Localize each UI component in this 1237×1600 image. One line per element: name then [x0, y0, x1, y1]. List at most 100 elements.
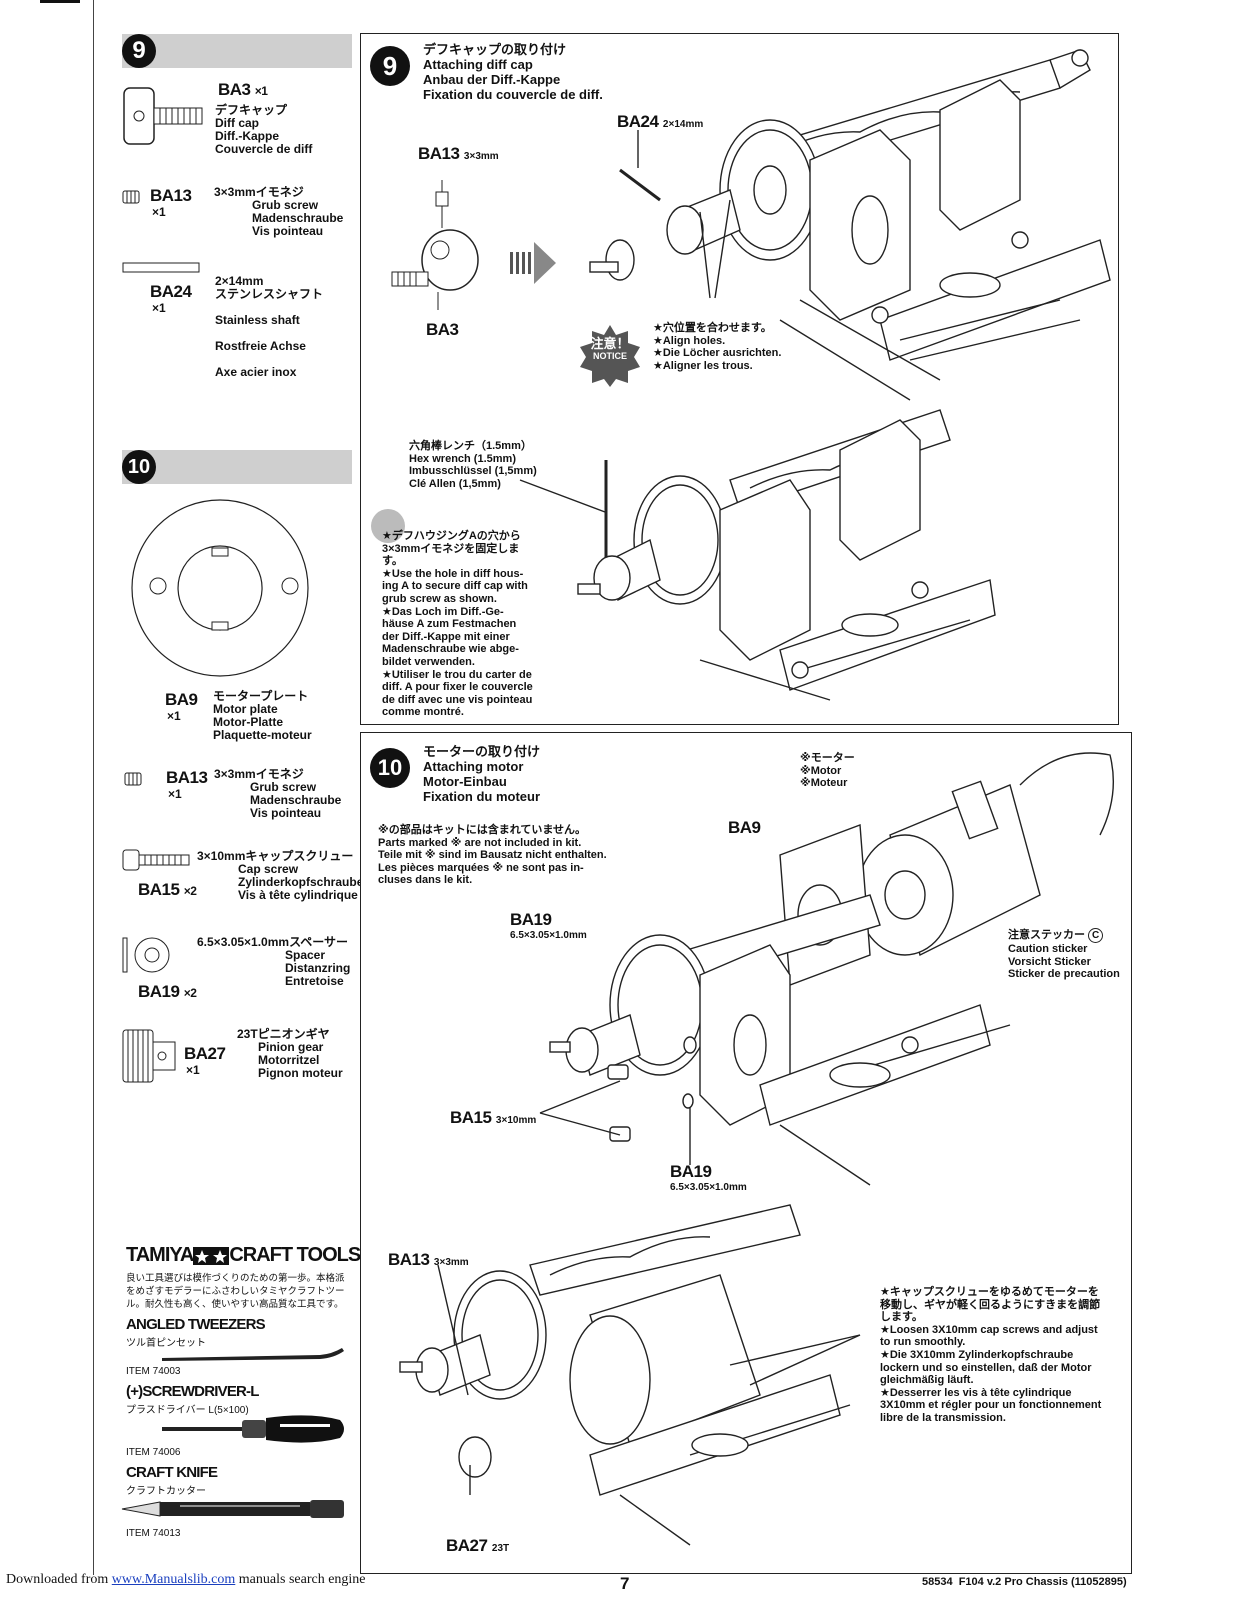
- hole-note-line: diff. A pour fixer le couvercle: [382, 681, 533, 694]
- tool-screwdriver-ja: プラスドライバー L(5×100): [126, 1405, 249, 1416]
- notice-ja: 注意！: [590, 336, 630, 351]
- tool-screwdriver: (+)SCREWDRIVER-L: [126, 1383, 259, 1400]
- ba15-de: Zylinderkopfschraube: [238, 875, 364, 889]
- step10-ba15-label: BA15 3×10mm: [450, 1108, 537, 1127]
- hole-note-line: ★Utiliser le trou du carter de: [382, 668, 532, 681]
- ba3-ja: デフキャップ: [215, 103, 288, 117]
- hex-wrench-ja: 六角棒レンチ（1.5mm）: [409, 440, 532, 452]
- craft-tools-logo: TAMIYA CRAFT TOOLS: [126, 1244, 361, 1267]
- step10-ba19-lower-label: BA19 6.5×3.05×1.0mm: [670, 1162, 747, 1193]
- ba9-names: モータープレート Motor plate Motor-Platte Plaque…: [213, 690, 312, 742]
- hex-wrench-label: 六角棒レンチ（1.5mm） Hex wrench (1.5mm) Imbussc…: [409, 440, 537, 490]
- align-de: ★Die Löcher ausrichten.: [653, 347, 782, 360]
- step10-motor-assembly-drawing: [539, 752, 1114, 1186]
- tool-angled-tweezers-ja: ツル首ピンセット: [126, 1338, 206, 1349]
- ba27-pinion-drawing: [122, 1029, 176, 1083]
- ba13-de: Madenschraube: [252, 211, 344, 225]
- footer-model: 58534 F104 v.2 Pro Chassis (11052895): [922, 1576, 1127, 1588]
- hole-note-line: häuse A zum Festmachen: [382, 618, 517, 631]
- caution-sticker-fr: Sticker de precaution: [1008, 968, 1120, 981]
- caution-sticker-ja-row: 注意ステッカー C: [1008, 928, 1120, 943]
- tool-craft-knife-item: ITEM 74013: [126, 1528, 181, 1539]
- align-en: ★Align holes.: [653, 334, 726, 347]
- ba19-names: 6.5×3.05×1.0mmスペーサー Spacer Distanzring E…: [197, 936, 350, 988]
- screwdriver-icon: [162, 1415, 344, 1443]
- step10-ba27-label: BA27 23T: [446, 1536, 510, 1555]
- ba9-fr: Plaquette-moteur: [213, 728, 312, 742]
- hole-note-line: ing A to secure diff cap with: [382, 580, 528, 593]
- ba19-lower-code: BA19: [670, 1162, 712, 1181]
- ba27-fr: Pignon moteur: [258, 1066, 343, 1080]
- ba9-ja: モータープレート: [213, 689, 309, 703]
- ba13-ja-step10: 3×3mmイモネジ: [214, 767, 304, 781]
- step10-parts-number: 10: [122, 450, 156, 484]
- ba19-de: Distanzring: [285, 961, 351, 975]
- hole-note-line: ★Use the hole in diff hous-: [382, 567, 524, 580]
- ba9-qty: ×1: [167, 709, 181, 723]
- download-prefix: Downloaded from: [6, 1572, 112, 1587]
- ba15-ja: 3×10mmキャップスクリュー: [197, 849, 354, 863]
- ba13-names-step10: 3×3mmイモネジ Grub screw Madenschraube Vis p…: [214, 768, 341, 820]
- step9-title-en: Attaching diff cap: [423, 57, 533, 72]
- ba19-fr: Entretoise: [285, 974, 344, 988]
- sticker-letter-badge: C: [1088, 928, 1104, 943]
- caution-sticker-de: Vorsicht Sticker: [1008, 955, 1091, 968]
- manualslib-link[interactable]: www.Manualslib.com: [111, 1572, 236, 1587]
- ba24-ja: 2×14mm ステンレスシャフト: [215, 274, 324, 301]
- hole-note-line: comme montré.: [382, 706, 464, 719]
- step10-title: モーターの取り付け Attaching motor Motor-Einbau F…: [423, 744, 540, 804]
- step9-ba24-label: BA24 2×14mm: [617, 112, 704, 131]
- caution-sticker-label: 注意ステッカー C Caution sticker Vorsicht Stick…: [1008, 928, 1120, 981]
- ba24-qty: ×1: [152, 301, 166, 315]
- ba3-diff-cap-drawing: [123, 87, 203, 145]
- ba13-de-step10: Madenschraube: [250, 793, 342, 807]
- ba13-names-step9: 3×3mmイモネジ Grub screw Madenschraube Vis p…: [214, 186, 343, 238]
- ba24-names: 2×14mm ステンレスシャフト Stainless shaft Rostfre…: [215, 262, 323, 392]
- adjust-note-line: 移動し、ギヤが軽く回るようにすきまを調節: [880, 1298, 1101, 1311]
- step10-title-ja: モーターの取り付け: [423, 744, 541, 759]
- ba13-ja: 3×3mmイモネジ: [214, 185, 304, 199]
- ba3-en: Diff cap: [215, 116, 260, 130]
- adjust-note-line: ★Loosen 3X10mm cap screws and adjust: [880, 1323, 1098, 1336]
- ba19-ja: 6.5×3.05×1.0mmスペーサー: [197, 935, 348, 949]
- craft-tools-intro: 良い工具選びは模作づくりのための第一歩。本格派をめざすモデラーにふさわしいタミヤ…: [126, 1273, 345, 1310]
- ba15-fr: Vis à tête cylindrique: [238, 888, 358, 902]
- ba13-qty-step9: ×1: [152, 205, 166, 219]
- ba13-code-step9: BA13: [150, 186, 192, 205]
- tweezers-icon: [162, 1348, 344, 1361]
- top-mark: [40, 0, 80, 3]
- hole-note-line: ★デフハウジングAの穴から: [382, 530, 521, 542]
- ba13-fr: Vis pointeau: [252, 224, 324, 238]
- ba19-code: BA19 ×2: [138, 982, 197, 1001]
- caution-sticker-en: Caution sticker: [1008, 943, 1088, 955]
- step9-number: 9: [370, 46, 410, 86]
- ba15-cap-screw-drawing: [122, 849, 190, 871]
- ba19-spacer-drawing: [122, 937, 170, 973]
- ba13-grub-screw-drawing-step10: [124, 772, 142, 786]
- hole-note-line: 3×3mmイモネジを固定します。: [382, 542, 520, 568]
- ba24-shaft-drawing: [122, 262, 200, 273]
- left-column-border: [93, 0, 94, 1575]
- adjust-note-line: lockern und so einstellen, daß der Motor: [880, 1361, 1092, 1374]
- ba27-de: Motorritzel: [258, 1053, 320, 1067]
- ba3-code: BA3 ×1: [218, 80, 268, 99]
- tool-angled-tweezers: ANGLED TWEEZERS: [126, 1316, 266, 1333]
- motor-fr: ※Moteur: [800, 777, 848, 790]
- step10-number: 10: [370, 748, 410, 788]
- ba3-fr: Couvercle de diff: [215, 142, 313, 156]
- notice-badge-text: 注意！ NOTICE: [582, 336, 638, 362]
- not-included-line: cluses dans le kit.: [378, 874, 473, 887]
- step10-title-fr: Fixation du moteur: [423, 789, 540, 804]
- ba27-ja: 23Tピニオンギヤ: [237, 1027, 330, 1041]
- ba15-names: 3×10mmキャップスクリュー Cap screw Zylinderkopfsc…: [197, 850, 363, 902]
- ba3-names: デフキャップ Diff cap Diff.-Kappe Couvercle de…: [215, 104, 312, 156]
- ba27-qty: ×1: [186, 1063, 200, 1077]
- download-credit: Downloaded from www.Manualslib.com manua…: [6, 1572, 366, 1588]
- not-included-note: ※の部品はキットには含まれていません。 Parts marked ※ are n…: [378, 824, 607, 887]
- step10-title-de: Motor-Einbau: [423, 774, 507, 789]
- align-fr: ★Aligner les trous.: [653, 359, 753, 372]
- not-included-line: Parts marked ※ are not included in kit.: [378, 836, 582, 849]
- adjust-note-line: to run smoothly.: [880, 1336, 966, 1349]
- ba24-de: Rostfreie Achse: [215, 339, 306, 353]
- ba9-de: Motor-Platte: [213, 715, 283, 729]
